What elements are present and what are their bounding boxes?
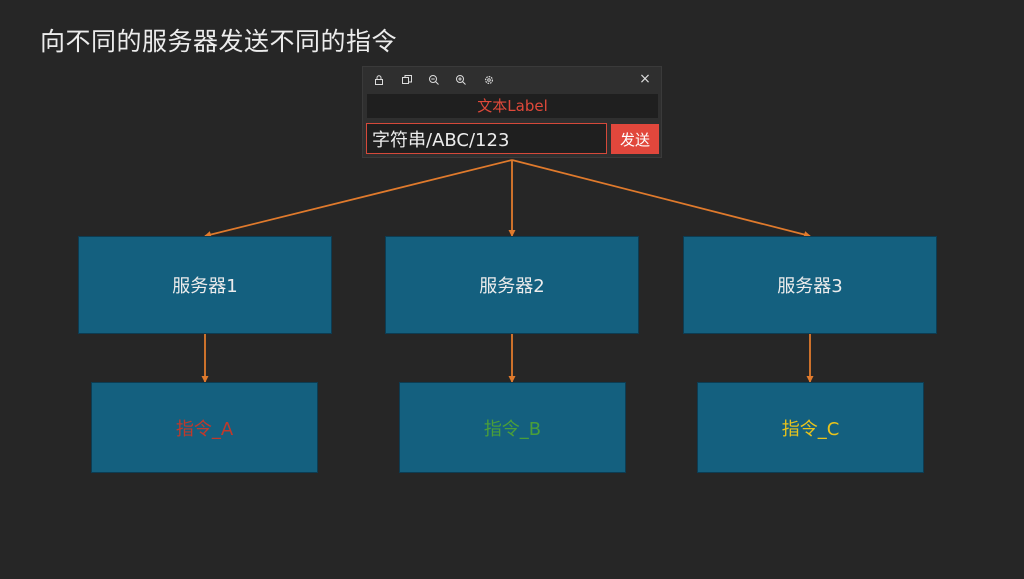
command-label: 指令_B: [483, 418, 542, 440]
send-button[interactable]: 发送: [611, 124, 659, 154]
command-input[interactable]: [366, 123, 607, 154]
page-title: 向不同的服务器发送不同的指令: [40, 27, 398, 56]
command-box-a: 指令_A: [91, 382, 318, 473]
server-box-1: 服务器1: [78, 236, 332, 334]
command-box-b: 指令_B: [399, 382, 626, 473]
settings-icon[interactable]: [481, 72, 497, 88]
zoom-out-icon[interactable]: [426, 72, 442, 88]
server-label: 服务器1: [172, 276, 238, 297]
server-box-2: 服务器2: [385, 236, 639, 334]
zoom-in-icon[interactable]: [453, 72, 469, 88]
server-label: 服务器3: [777, 276, 843, 297]
close-icon[interactable]: ×: [639, 71, 651, 87]
command-label: 指令_C: [781, 418, 840, 440]
copy-icon[interactable]: [399, 72, 415, 88]
send-command-widget: × 文本Label 发送: [362, 66, 662, 158]
widget-toolbar: ×: [363, 67, 661, 93]
arrow-widget-to-server1: [204, 159, 513, 238]
arrow-widget-to-server3: [511, 159, 811, 238]
lock-icon[interactable]: [371, 72, 387, 88]
text-label: 文本Label: [367, 94, 658, 118]
server-box-3: 服务器3: [683, 236, 937, 334]
command-box-c: 指令_C: [697, 382, 924, 473]
command-label: 指令_A: [175, 418, 234, 440]
server-label: 服务器2: [479, 276, 545, 297]
